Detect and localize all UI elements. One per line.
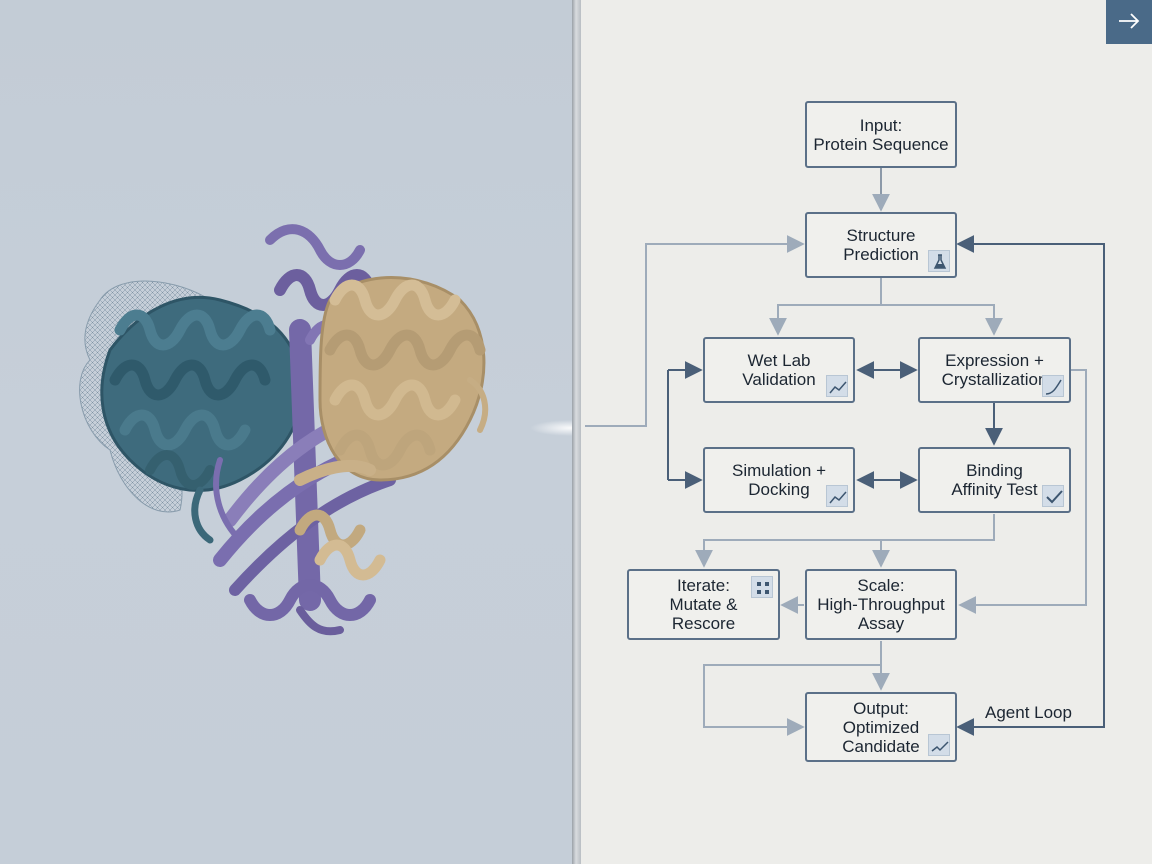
node-wetlab-line-1: Wet Lab xyxy=(747,351,811,370)
node-output-line-2: Optimized xyxy=(842,717,920,737)
node-binding-affinity-test[interactable]: Binding Affinity Test xyxy=(918,447,1071,513)
node-input-line-2: Protein Sequence xyxy=(813,134,949,154)
agent-loop-label: Agent Loop xyxy=(985,703,1072,722)
node-input-line-1: Input: xyxy=(859,115,903,135)
node-iterate-line-1: Iterate: xyxy=(677,576,730,595)
check-icon xyxy=(1042,485,1064,507)
node-structure-line-1: Structure xyxy=(846,226,916,245)
protein-structure-panel xyxy=(0,0,572,864)
node-expression-line-2: Crystallization xyxy=(941,370,1048,389)
node-structure-line-2: Prediction xyxy=(843,245,919,264)
panel-divider xyxy=(572,0,581,864)
node-simulation-docking[interactable]: Simulation + Docking xyxy=(703,447,855,513)
next-button[interactable] xyxy=(1106,0,1152,44)
node-scale-line-1: Scale: xyxy=(857,576,905,595)
line-chart-icon xyxy=(928,734,950,756)
node-output-line-3: Candidate xyxy=(842,736,920,756)
node-scale-line-2: High-Throughput xyxy=(817,595,945,614)
curve-icon xyxy=(1042,375,1064,397)
node-iterate-mutate-rescore[interactable]: Iterate: Mutate & Rescore xyxy=(627,569,780,640)
node-output-line-1: Output: xyxy=(853,698,909,718)
node-input[interactable]: Input: Protein Sequence xyxy=(805,101,957,168)
line-chart-icon xyxy=(826,375,848,397)
line-chart-icon xyxy=(826,485,848,507)
node-iterate-line-3: Rescore xyxy=(671,614,736,633)
node-iterate-line-2: Mutate & xyxy=(669,595,738,614)
node-simulation-line-2: Docking xyxy=(748,480,810,499)
node-structure-prediction[interactable]: Structure Prediction xyxy=(805,212,957,278)
node-output-optimized-candidate[interactable]: Output: Optimized Candidate xyxy=(805,692,957,762)
flask-icon xyxy=(928,250,950,272)
node-binding-line-1: Binding xyxy=(966,461,1023,480)
grid-dots-icon xyxy=(751,576,773,598)
node-binding-line-2: Affinity Test xyxy=(951,480,1038,499)
arrow-right-icon xyxy=(1119,13,1140,29)
protein-structure-image xyxy=(79,224,572,636)
node-expression-crystallization[interactable]: Expression + Crystallization xyxy=(918,337,1071,403)
node-wetlab-line-2: Validation xyxy=(742,370,816,389)
node-simulation-line-1: Simulation + xyxy=(731,461,827,480)
node-expression-line-1: Expression + xyxy=(945,351,1044,370)
node-scale-line-3: Assay xyxy=(857,614,905,633)
node-scale-high-throughput-assay[interactable]: Scale: High-Throughput Assay xyxy=(805,569,957,640)
node-wet-lab-validation[interactable]: Wet Lab Validation xyxy=(703,337,855,403)
